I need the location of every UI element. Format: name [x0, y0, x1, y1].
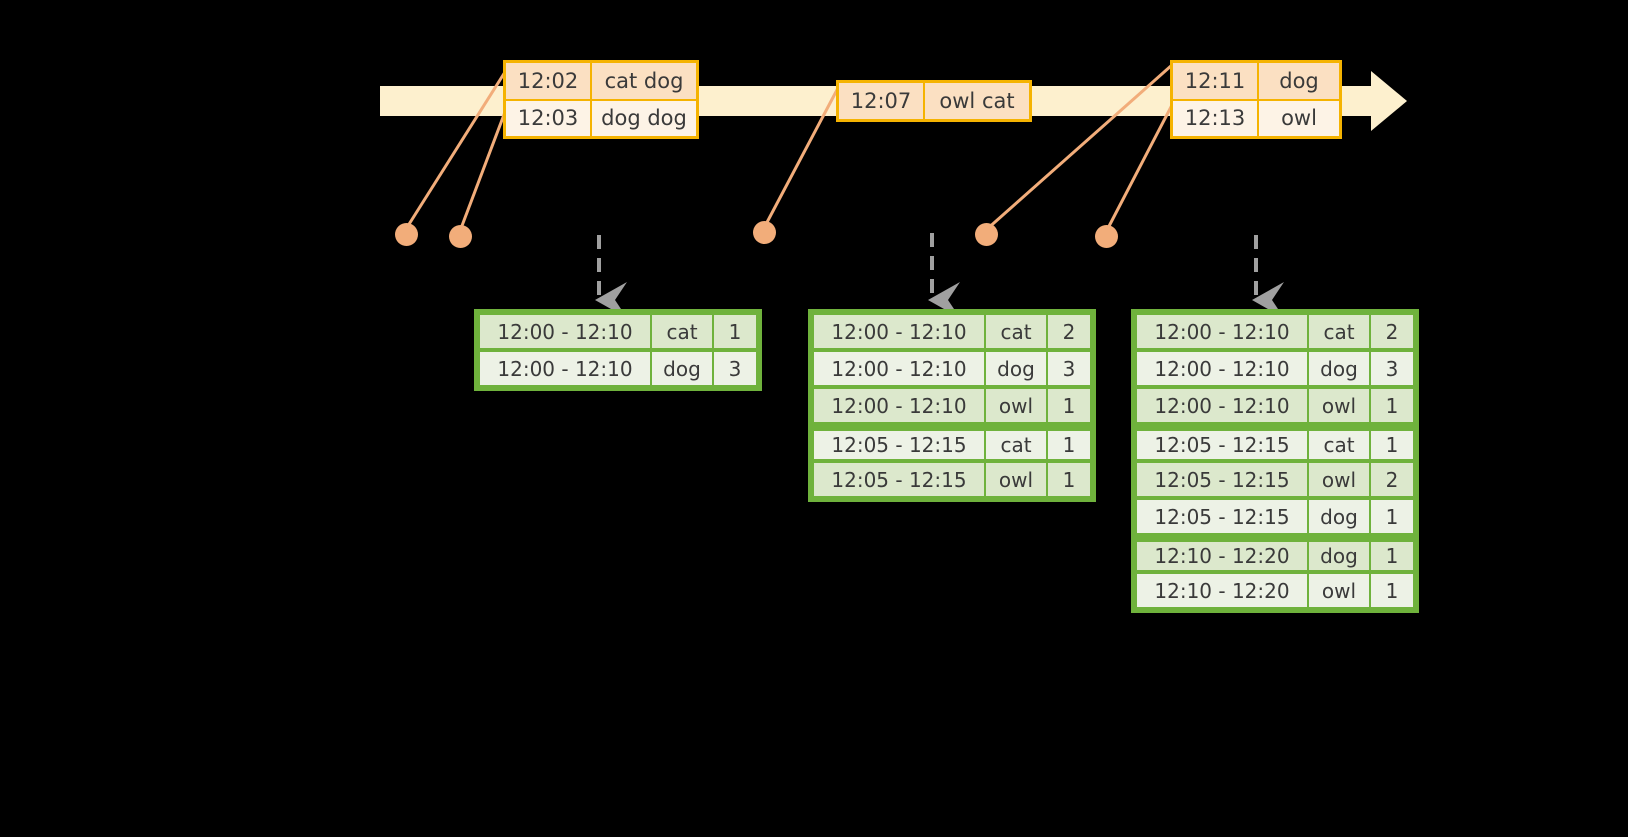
cell-count: 1 [1048, 389, 1090, 422]
cell-count: 2 [1048, 315, 1090, 348]
cell-window: 12:00 - 12:10 [814, 315, 984, 348]
timeline-arrowhead [1371, 71, 1407, 131]
event-time: 12:13 [1173, 100, 1259, 136]
cell-count: 2 [1371, 463, 1413, 496]
cell-key: dog [986, 352, 1046, 385]
cell-key: dog [1309, 352, 1369, 385]
connector-dot-5 [1095, 225, 1118, 248]
cell-key: owl [1309, 389, 1369, 422]
cell-key: dog [652, 352, 712, 385]
timeline-event-row: 12:11 dog [1173, 63, 1339, 99]
event-time: 12:02 [506, 63, 592, 99]
timeline-event-row: 12:07 owl cat [839, 83, 1029, 119]
event-value: dog [1259, 63, 1339, 99]
cell-count: 3 [1048, 352, 1090, 385]
cell-window: 12:00 - 12:10 [814, 389, 984, 422]
timeline-event-group-2[interactable]: 12:07 owl cat [836, 80, 1032, 122]
event-value: dog dog [592, 100, 696, 136]
timeline-event-group-1[interactable]: 12:02 cat dog 12:03 dog dog [503, 60, 699, 139]
cell-count: 3 [1371, 352, 1413, 385]
cell-key: cat [986, 315, 1046, 348]
event-time: 12:11 [1173, 63, 1259, 99]
cell-window: 12:00 - 12:10 [1137, 315, 1307, 348]
cell-count: 1 [714, 315, 756, 348]
cell-key: owl [1309, 463, 1369, 496]
cell-count: 1 [1048, 463, 1090, 496]
cell-window: 12:05 - 12:15 [814, 431, 984, 459]
cell-window: 12:05 - 12:15 [1137, 463, 1307, 496]
event-value: owl [1259, 100, 1339, 136]
event-value: owl cat [925, 83, 1029, 119]
cell-count: 3 [714, 352, 756, 385]
cell-window: 12:10 - 12:20 [1137, 574, 1307, 607]
cell-count: 1 [1371, 574, 1413, 607]
event-time: 12:07 [839, 83, 925, 119]
cell-key: owl [986, 463, 1046, 496]
cell-window: 12:05 - 12:15 [814, 463, 984, 496]
cell-key: cat [1309, 315, 1369, 348]
cell-window: 12:10 - 12:20 [1137, 542, 1307, 570]
cell-window: 12:00 - 12:10 [480, 315, 650, 348]
connector-dot-3 [753, 221, 776, 244]
timeline-event-row: 12:02 cat dog [506, 63, 696, 99]
event-time: 12:03 [506, 100, 592, 136]
cell-window: 12:00 - 12:10 [1137, 389, 1307, 422]
cell-count: 1 [1371, 500, 1413, 533]
cell-window: 12:05 - 12:15 [1137, 431, 1307, 459]
timeline-event-row: 12:13 owl [1173, 98, 1339, 136]
cell-key: cat [652, 315, 712, 348]
cell-count: 1 [1048, 431, 1090, 459]
event-value: cat dog [592, 63, 696, 99]
cell-count: 1 [1371, 389, 1413, 422]
cell-window: 12:00 - 12:10 [480, 352, 650, 385]
cell-key: owl [1309, 574, 1369, 607]
cell-key: cat [1309, 431, 1369, 459]
timeline-event-group-3[interactable]: 12:11 dog 12:13 owl [1170, 60, 1342, 139]
cell-key: dog [1309, 542, 1369, 570]
cell-window: 12:05 - 12:15 [1137, 500, 1307, 533]
timeline-event-row: 12:03 dog dog [506, 98, 696, 136]
cell-key: cat [986, 431, 1046, 459]
cell-key: dog [1309, 500, 1369, 533]
connector-dot-2 [449, 225, 472, 248]
cell-window: 12:00 - 12:10 [814, 352, 984, 385]
cell-count: 1 [1371, 431, 1413, 459]
cell-key: owl [986, 389, 1046, 422]
cell-window: 12:00 - 12:10 [1137, 352, 1307, 385]
cell-count: 1 [1371, 542, 1413, 570]
connector-dot-1 [395, 223, 418, 246]
connector-dot-4 [975, 223, 998, 246]
cell-count: 2 [1371, 315, 1413, 348]
